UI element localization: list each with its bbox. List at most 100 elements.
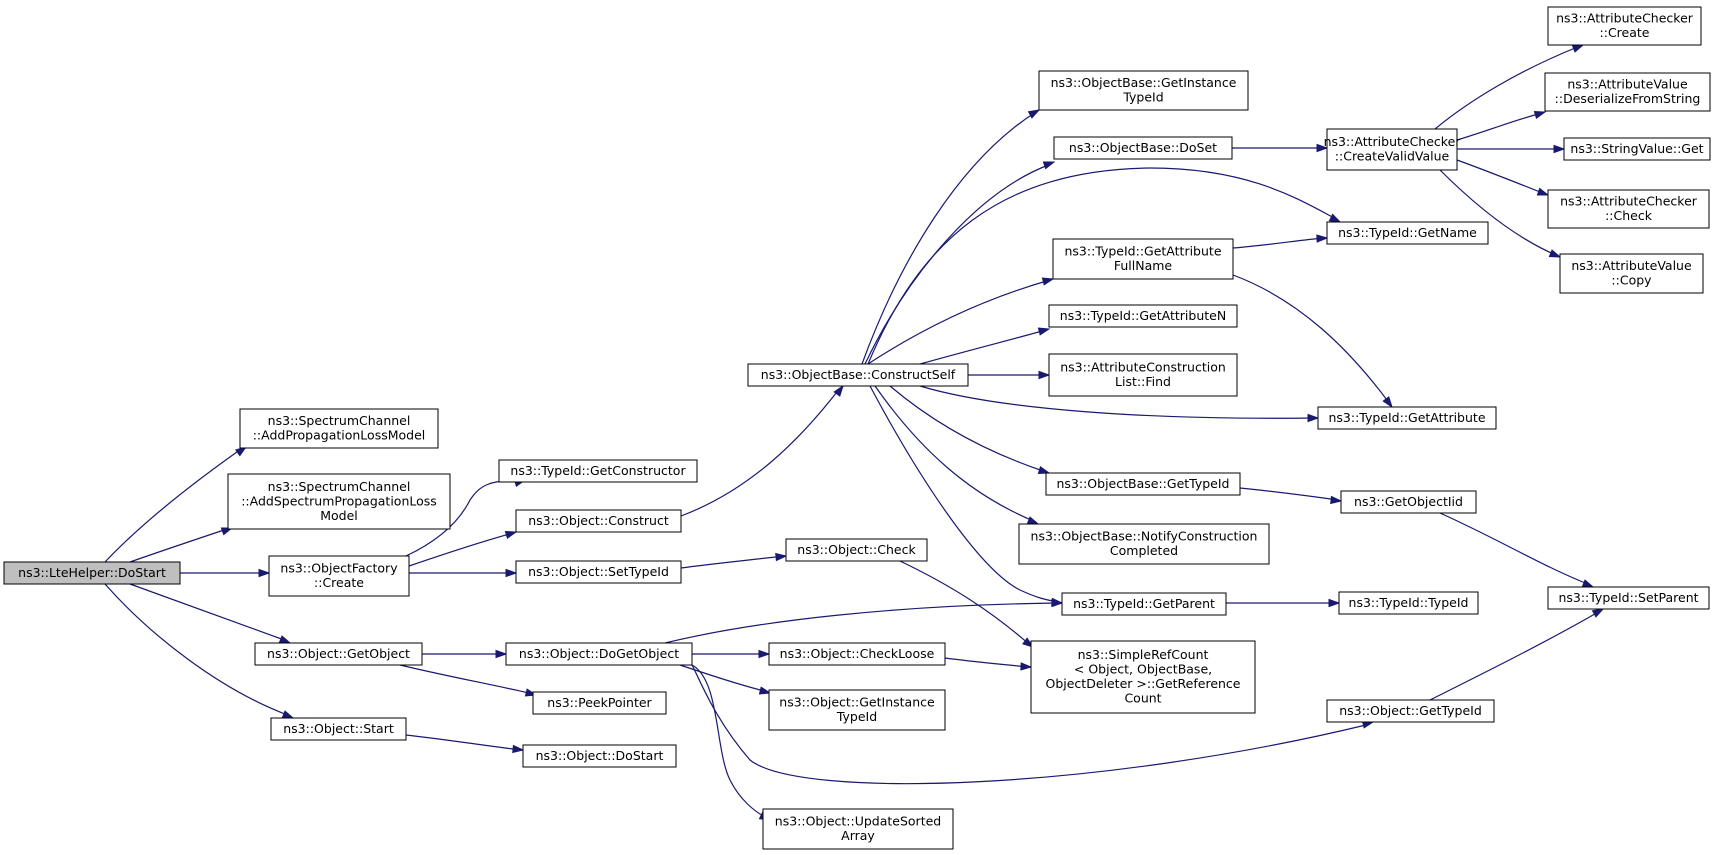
node-objectbase-gettypeid[interactable]: ns3::ObjectBase::GetTypeId (1045, 472, 1241, 496)
node-box (768, 642, 946, 666)
call-edges (104, 44, 1605, 821)
node-object-dostart[interactable]: ns3::Object::DoStart (522, 744, 677, 768)
edge-object-dogetobject-to-object-getinstancetypeid (679, 664, 772, 695)
node-box (270, 717, 407, 741)
edge-objectfactory-create-to-object-settypeid (409, 568, 518, 578)
node-attributechecker-create[interactable]: ns3::AttributeChecker::Create (1547, 6, 1702, 46)
edge-getobjectiid-to-typeid-setparent (1439, 512, 1595, 588)
node-label-line: ::Create (314, 575, 364, 590)
node-label-line: ns3::ObjectBase::ConstructSelf (761, 367, 956, 382)
node-label-line: Array (841, 828, 875, 843)
node-object-start[interactable]: ns3::Object::Start (270, 717, 407, 741)
edge-objectbase-constructself-to-attributeconstructionlist-find (968, 370, 1051, 380)
edge-arrowhead (1020, 662, 1033, 671)
node-box (1544, 72, 1711, 112)
edge-arrowhead (1548, 249, 1562, 258)
edge-arrowhead (1591, 608, 1605, 618)
node-spectrum-addspec[interactable]: ns3::SpectrumChannel::AddSpectrumPropaga… (227, 473, 451, 530)
node-attributechecker-check[interactable]: ns3::AttributeChecker::Check (1547, 189, 1710, 229)
node-label-line: ns3::ObjectBase::DoSet (1069, 140, 1217, 155)
node-object-dogetobject[interactable]: ns3::Object::DoGetObject (505, 642, 693, 666)
edge-line (104, 583, 291, 717)
edge-object-getobject-to-peekpointer (399, 664, 538, 697)
node-object-getobject[interactable]: ns3::Object::GetObject (254, 642, 423, 666)
node-label-line: ns3::Object::DoStart (536, 748, 664, 763)
edge-objectbase-constructself-to-typeid-getattribute (919, 385, 1320, 423)
node-label-line: ns3::Object::Check (797, 542, 916, 557)
node-object-settypeid[interactable]: ns3::Object::SetTypeId (515, 560, 682, 584)
edge-arrowhead (1037, 327, 1051, 336)
node-attributevalue-deserializefromstring[interactable]: ns3::AttributeValue::DeserializeFromStri… (1544, 72, 1711, 112)
edge-objectbase-gettypeid-to-getobjectiid (1239, 487, 1343, 505)
node-attributevalue-copy[interactable]: ns3::AttributeValue::Copy (1559, 253, 1704, 294)
node-label-line: ns3::Object::SetTypeId (528, 564, 669, 579)
node-attributechecker-createvalidvalue[interactable]: ns3::AttributeChecker::CreateValidValue (1324, 128, 1462, 171)
node-objectfactory-create[interactable]: ns3::ObjectFactory::Create (268, 555, 410, 597)
node-box (768, 689, 946, 731)
node-box (1030, 640, 1256, 714)
node-label-line: TypeId (1122, 90, 1163, 105)
edge-lte-dostart-to-spectrum-addspec (129, 527, 234, 563)
edge-arrowhead (1533, 110, 1547, 120)
edge-object-start-to-object-dostart (405, 734, 525, 754)
node-label-line: ns3::Object::GetTypeId (1339, 703, 1482, 718)
node-typeid-getattribute[interactable]: ns3::TypeId::GetAttribute (1317, 406, 1497, 430)
edge-arrowhead (495, 649, 508, 659)
node-peekpointer[interactable]: ns3::PeekPointer (532, 691, 667, 715)
node-getobjectiid[interactable]: ns3::GetObjectIid (1340, 490, 1477, 514)
node-typeid-typeid[interactable]: ns3::TypeId::TypeId (1338, 591, 1479, 615)
edge-arrowhead (1382, 396, 1393, 409)
node-typeid-getconstructor[interactable]: ns3::TypeId::GetConstructor (498, 459, 698, 483)
node-stringvalue-get[interactable]: ns3::StringValue::Get (1563, 137, 1711, 161)
node-typeid-getname[interactable]: ns3::TypeId::GetName (1326, 221, 1489, 245)
node-spectrum-addprop[interactable]: ns3::SpectrumChannel::AddPropagationLoss… (239, 408, 439, 449)
node-label-line: ::AddPropagationLossModel (253, 428, 426, 443)
node-object-construct[interactable]: ns3::Object::Construct (515, 509, 682, 533)
edge-arrowhead (1536, 187, 1550, 196)
node-label-line: ns3::TypeId::GetParent (1073, 596, 1215, 611)
node-typeid-setparent[interactable]: ns3::TypeId::SetParent (1547, 586, 1710, 610)
node-label-line: Model (320, 508, 358, 523)
node-label-line: ns3::TypeId::TypeId (1349, 595, 1469, 610)
node-box (1326, 128, 1458, 171)
edge-line (691, 664, 768, 819)
edge-line (1439, 512, 1591, 586)
node-typeid-getattributen[interactable]: ns3::TypeId::GetAttributeN (1048, 304, 1238, 328)
node-label-line: ns3::SpectrumChannel (268, 479, 411, 494)
node-object-gettypeid[interactable]: ns3::Object::GetTypeId (1326, 699, 1495, 723)
node-objectbase-notifyconstructioncompleted[interactable]: ns3::ObjectBase::NotifyConstructionCompl… (1018, 523, 1270, 565)
edge-line (129, 583, 288, 642)
edge-object-getobject-to-object-dogetobject (422, 649, 508, 659)
node-object-checkloose[interactable]: ns3::Object::CheckLoose (768, 642, 946, 666)
edge-line (1456, 159, 1546, 195)
edge-attributechecker-createvalidvalue-to-stringvalue-get (1457, 144, 1566, 154)
edge-objectbase-constructself-to-objectbase-doset (864, 161, 1056, 365)
edge-arrowhead (1027, 109, 1041, 119)
node-label-line: TypeId (836, 709, 877, 724)
edge-arrowhead (1022, 637, 1035, 648)
edge-arrowhead (758, 686, 772, 695)
node-box (522, 744, 677, 768)
node-objectbase-doset[interactable]: ns3::ObjectBase::DoSet (1053, 136, 1233, 160)
node-label-line: ns3::StringValue::Get (1570, 141, 1703, 156)
node-box (762, 808, 954, 850)
node-simplerefcount-getreferencecount[interactable]: ns3::SimpleRefCount< Object, ObjectBase,… (1030, 640, 1256, 714)
node-label-line: ::DeserializeFromString (1555, 91, 1701, 106)
node-objectbase-constructself[interactable]: ns3::ObjectBase::ConstructSelf (747, 363, 969, 387)
edge-arrowhead (505, 568, 518, 578)
node-box (1048, 304, 1238, 328)
node-label-line: Count (1124, 691, 1161, 706)
node-label-line: ns3::AttributeChecker (1324, 134, 1462, 149)
node-label-line: ::Create (1600, 25, 1650, 40)
node-typeid-getparent[interactable]: ns3::TypeId::GetParent (1061, 592, 1227, 616)
node-box (227, 473, 451, 530)
edge-objectbase-constructself-to-typeid-getname (867, 167, 1342, 365)
node-label-line: ns3::AttributeChecker (1556, 11, 1694, 26)
edge-typeid-getattributefullname-to-typeid-getattribute (1232, 274, 1393, 409)
node-object-check[interactable]: ns3::Object::Check (785, 538, 928, 562)
